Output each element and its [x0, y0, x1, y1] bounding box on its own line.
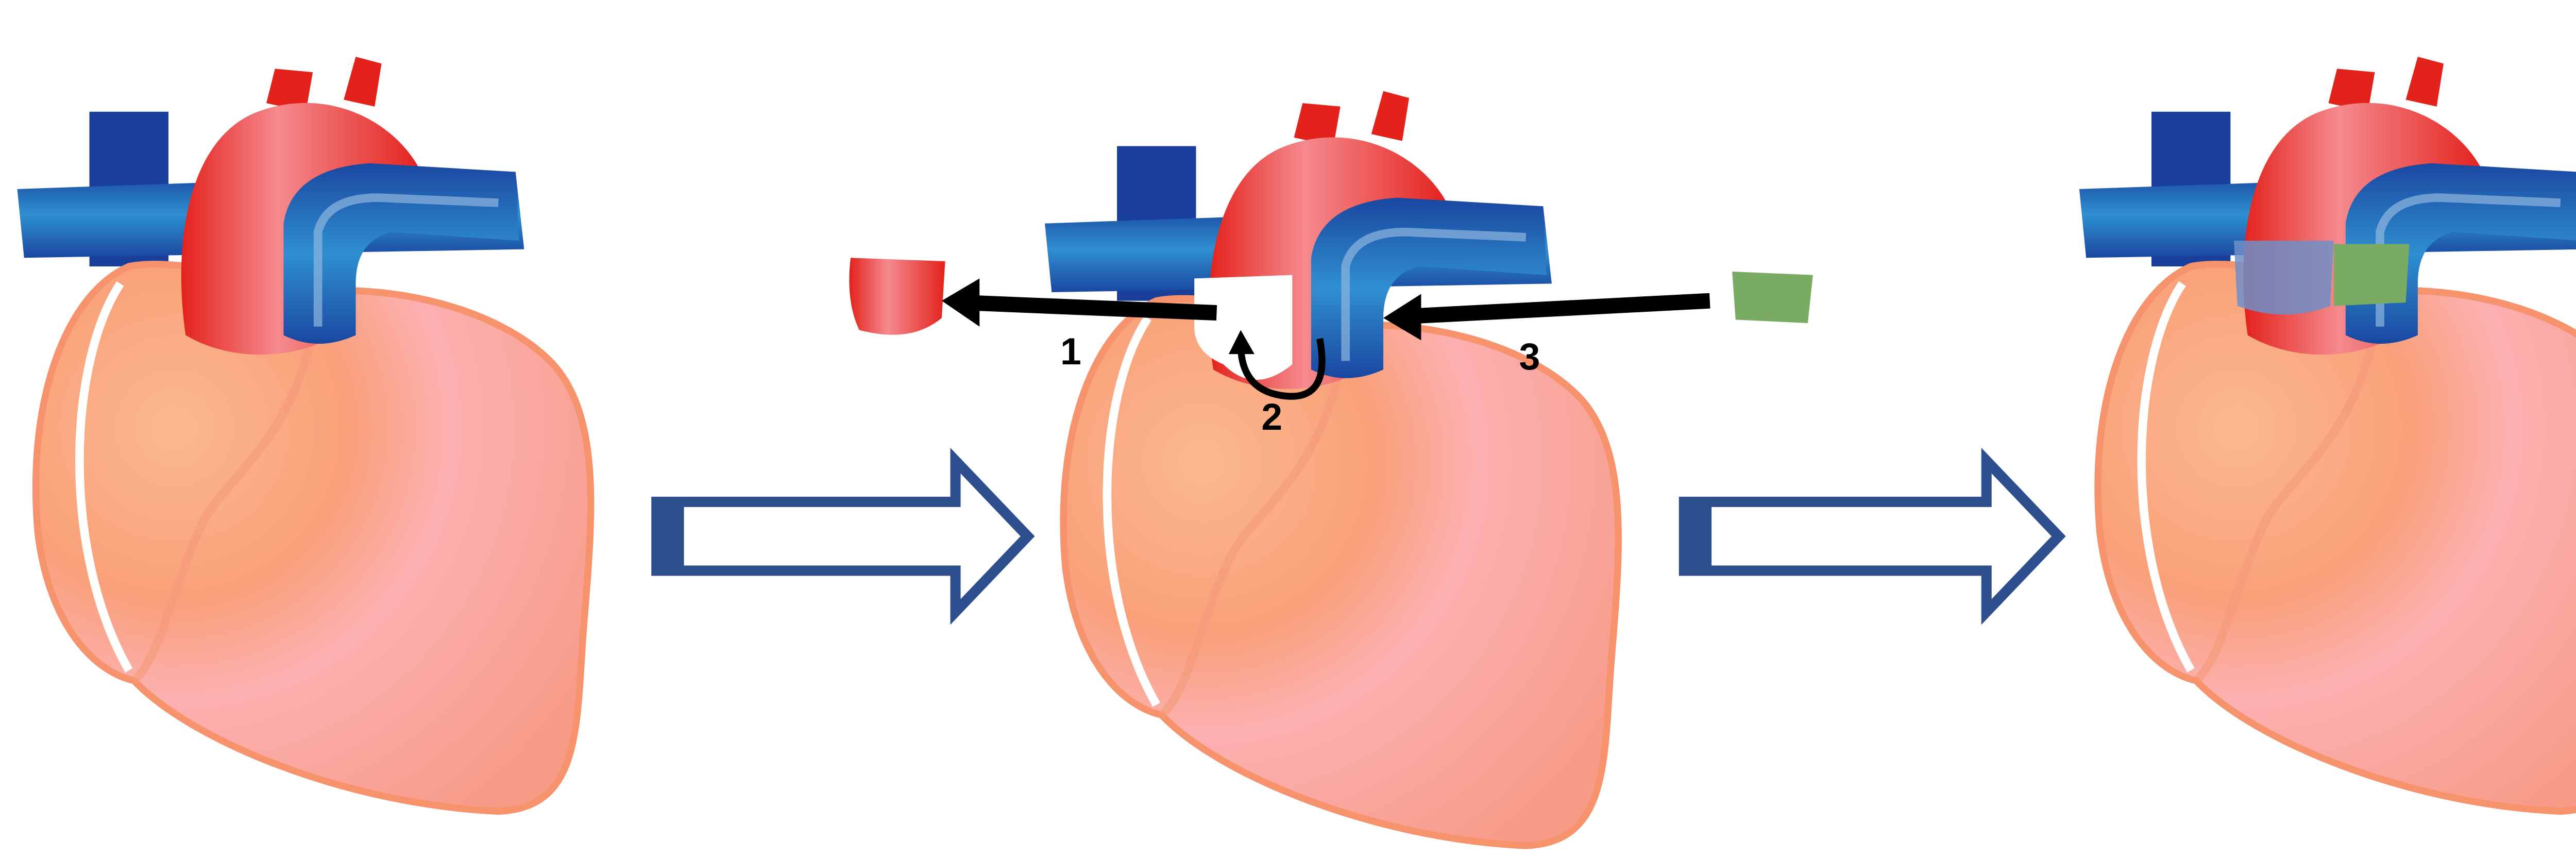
- heart-after: [2079, 57, 2576, 811]
- heart-before: [17, 57, 590, 811]
- excised-aorta-gap: [1194, 275, 1293, 380]
- arrow-step-3: [1409, 293, 1710, 324]
- step-label-3: 3: [1519, 335, 1540, 378]
- arrow-step-1-head: [941, 278, 980, 327]
- hollow-arrow-right-2: [1679, 447, 2066, 625]
- autograft-segment: [2234, 240, 2334, 315]
- graft-segment-implanted: [2333, 244, 2410, 306]
- arrow-step-2: [1237, 338, 1326, 400]
- step-label-2: 2: [1261, 396, 1282, 438]
- arrow-step-2-head: [1228, 330, 1255, 355]
- excised-aortic-segment: [849, 258, 945, 335]
- arrow-tail-block-2: [1681, 498, 1712, 575]
- heart-during-procedure: [1045, 91, 1618, 846]
- graft-segment: [1732, 271, 1813, 324]
- arrow-step-1: [962, 295, 1217, 321]
- step-label-1: 1: [1060, 330, 1081, 373]
- arrow-tail-block-1: [653, 498, 684, 575]
- arrow-step-3-head: [1383, 294, 1421, 341]
- hollow-arrow-right-1: [651, 447, 1035, 625]
